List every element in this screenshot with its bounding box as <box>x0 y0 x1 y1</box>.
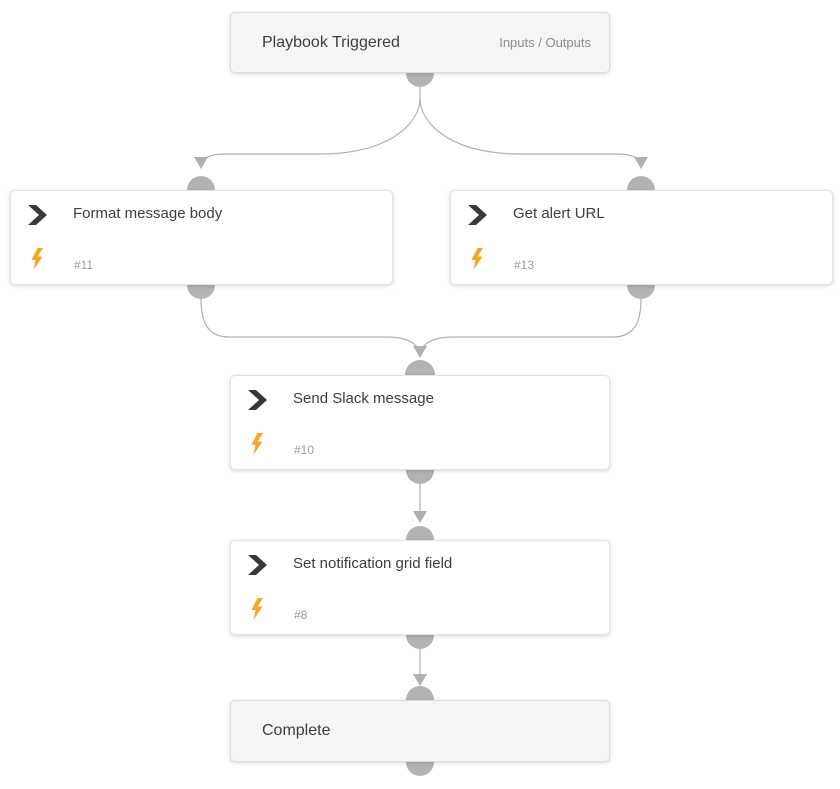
edge-getalert-to-sendslack <box>419 298 642 356</box>
action-id-badge: #11 <box>74 258 94 272</box>
action-block-format-message[interactable]: Format message body #11 <box>10 190 393 285</box>
edge-trigger-to-getalert <box>419 98 642 168</box>
action-block-set-notification-grid-field[interactable]: Set notification grid field #8 <box>230 540 610 635</box>
lightning-bolt-icon <box>250 598 264 620</box>
half-circle-port-format-in[interactable] <box>187 176 215 190</box>
half-circle-port-getalert-out[interactable] <box>627 285 655 299</box>
action-id-badge: #13 <box>514 258 535 272</box>
trigger-block[interactable]: Playbook Triggered Inputs / Outputs <box>230 12 610 73</box>
lightning-bolt-icon <box>470 248 484 270</box>
edge-format-to-sendslack <box>200 298 421 356</box>
lightning-bolt-icon <box>30 248 44 270</box>
chevron-right-icon <box>468 205 487 225</box>
complete-title: Complete <box>262 722 331 739</box>
down-arrowhead-icon <box>413 346 427 358</box>
action-title: Get alert URL <box>513 205 605 222</box>
half-circle-port-complete-in[interactable] <box>406 686 434 700</box>
down-arrowhead-icon <box>194 157 208 169</box>
half-circle-port-sendslack-in[interactable] <box>405 360 435 375</box>
half-circle-port-sendslack-out[interactable] <box>406 470 434 484</box>
chevron-right-icon <box>248 390 267 410</box>
half-circle-port-trigger-out[interactable] <box>406 73 434 87</box>
lightning-bolt-icon <box>250 433 264 455</box>
complete-block[interactable]: Complete <box>230 700 610 762</box>
half-circle-port-setgrid-out[interactable] <box>406 635 434 649</box>
edge-trigger-to-format <box>200 98 421 168</box>
down-arrowhead-icon <box>634 157 648 169</box>
half-circle-port-complete-out[interactable] <box>406 762 434 776</box>
inputs-outputs-link[interactable]: Inputs / Outputs <box>499 35 591 50</box>
action-block-get-alert-url[interactable]: Get alert URL #13 <box>450 190 833 285</box>
chevron-right-icon <box>28 205 47 225</box>
action-title: Format message body <box>73 205 223 222</box>
half-circle-port-format-out[interactable] <box>187 285 215 299</box>
action-id-badge: #8 <box>294 608 308 622</box>
action-id-badge: #10 <box>294 443 315 457</box>
half-circle-port-getalert-in[interactable] <box>627 176 655 190</box>
chevron-right-icon <box>248 555 267 575</box>
down-arrowhead-icon <box>413 511 427 523</box>
half-circle-port-setgrid-in[interactable] <box>406 526 434 540</box>
action-block-send-slack-message[interactable]: Send Slack message #10 <box>230 375 610 470</box>
action-title: Set notification grid field <box>293 555 453 572</box>
down-arrowhead-icon <box>413 674 427 686</box>
trigger-title: Playbook Triggered <box>262 33 400 51</box>
action-title: Send Slack message <box>293 390 434 407</box>
